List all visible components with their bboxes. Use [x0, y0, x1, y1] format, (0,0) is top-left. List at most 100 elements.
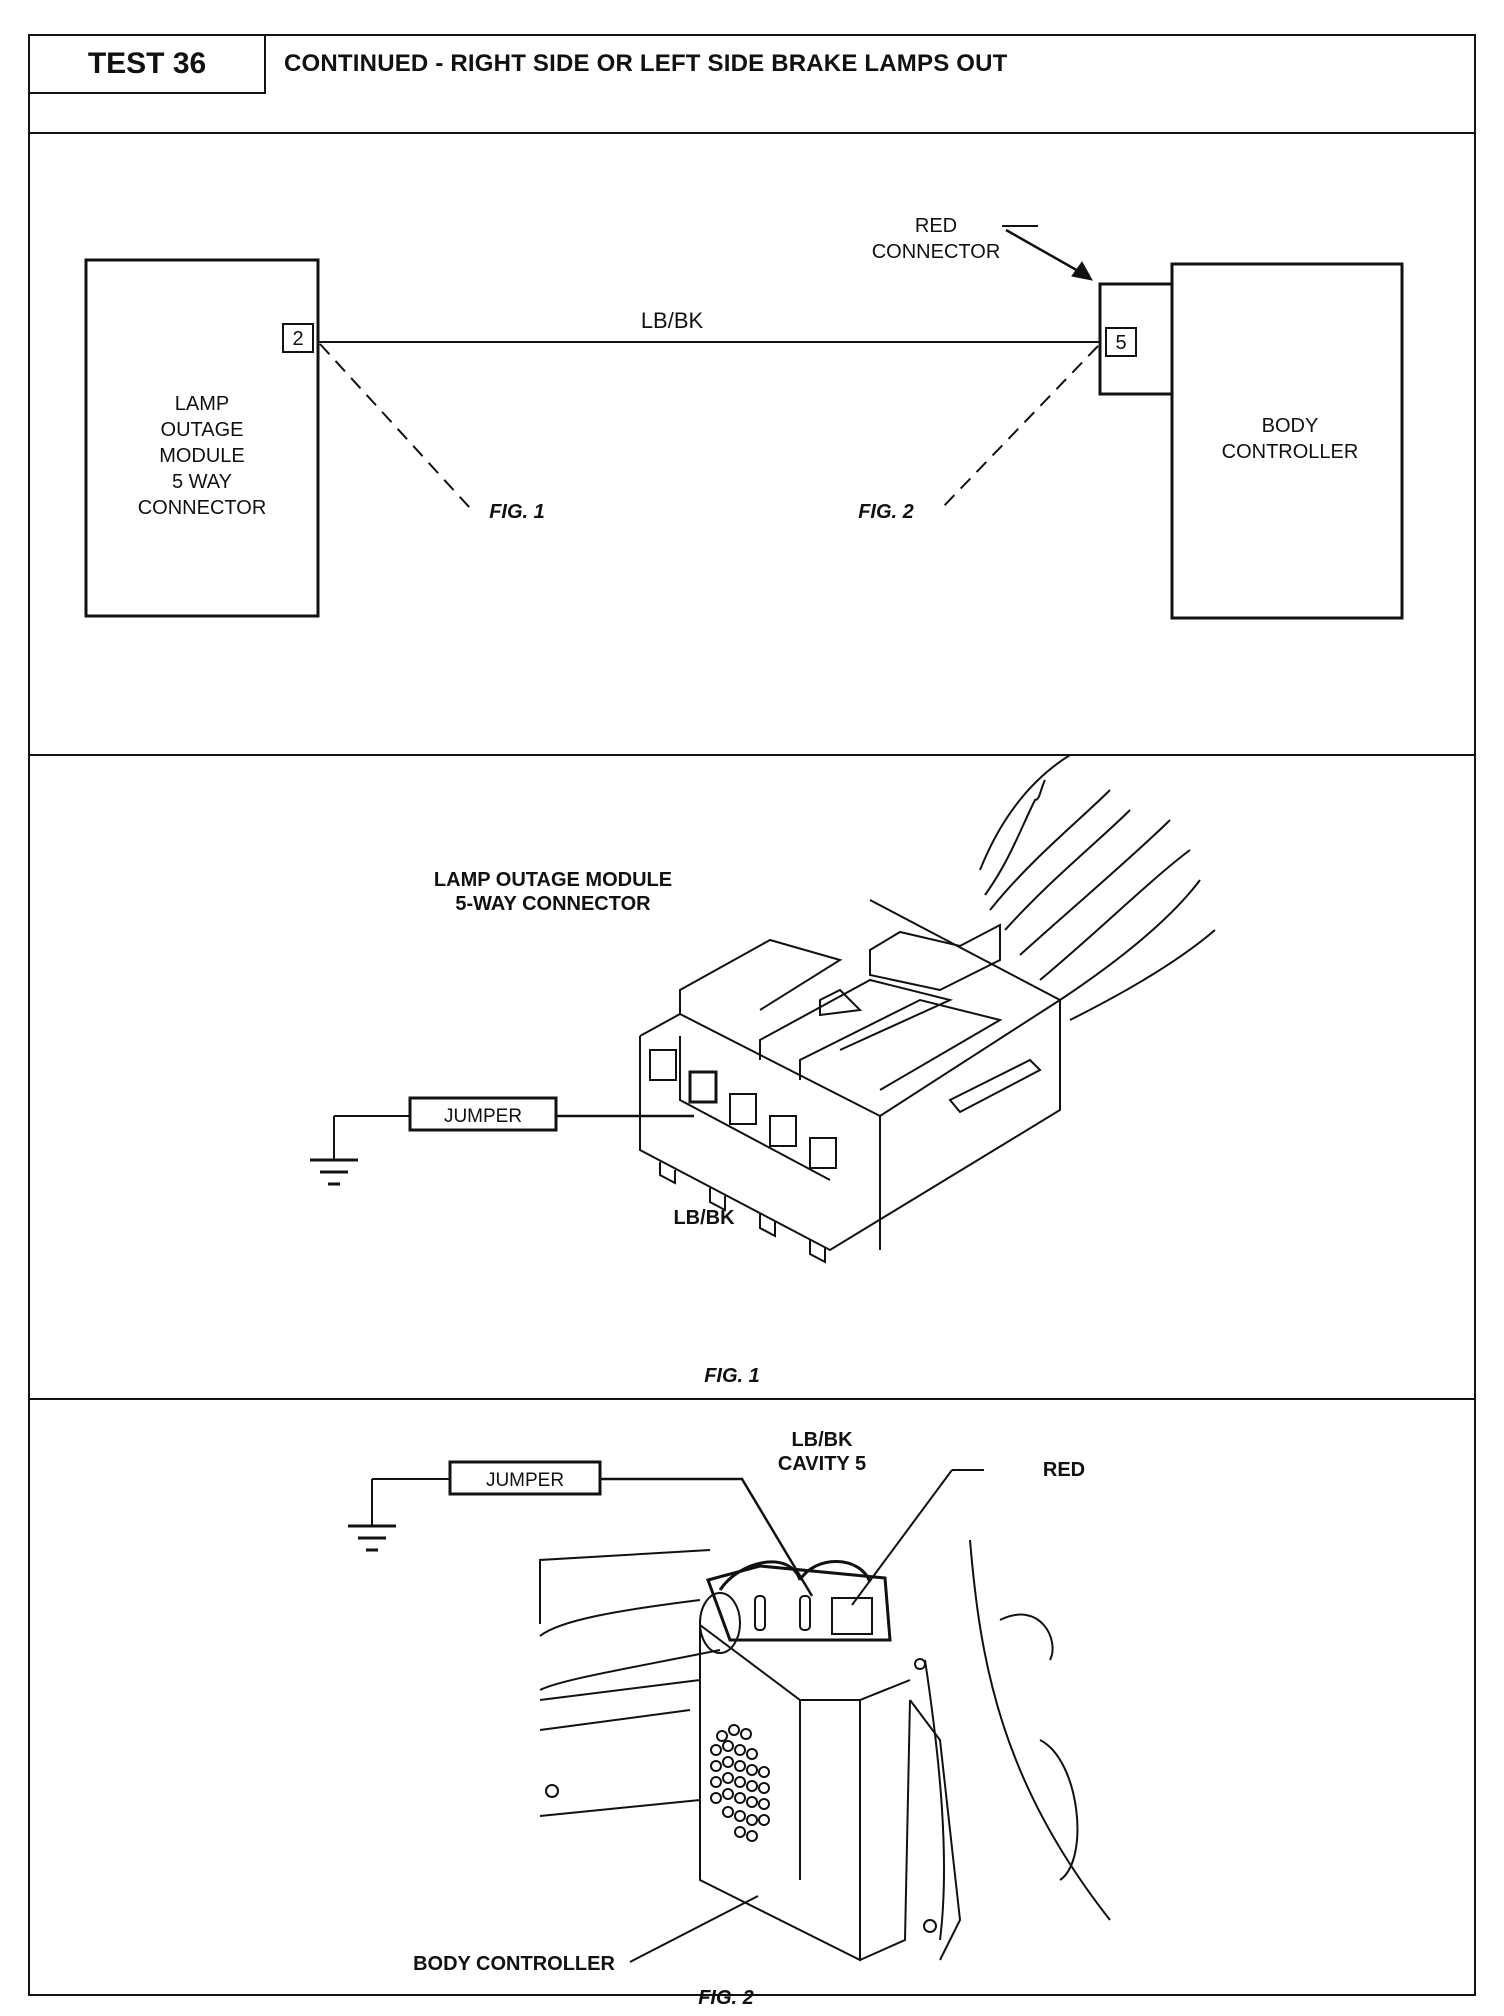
fig2-vent-holes — [710, 1724, 770, 1842]
pin-2-box — [282, 323, 314, 353]
page-frame: TEST 36 CONTINUED - RIGHT SIDE OR LEFT S… — [28, 34, 1476, 1996]
fig1-notch — [659, 1162, 676, 1185]
fig2-housing-front — [699, 1625, 861, 1962]
fig2-harness — [924, 1659, 946, 1941]
fig2-fastener — [914, 1658, 926, 1670]
fig2-wire-bundle — [718, 1560, 802, 1591]
red-connector-line-1: RED — [915, 215, 957, 237]
body-controller-box — [1170, 262, 1404, 620]
fig1-rib — [799, 998, 1003, 1091]
fig2-connector-latch — [754, 1595, 766, 1631]
fig1-wire — [984, 779, 1046, 896]
fig1-leader — [319, 343, 471, 509]
fig2-connector-latch — [799, 1595, 811, 1631]
fig1-side-slot — [948, 1058, 1042, 1114]
fig2-panel-line — [539, 1799, 701, 1817]
fig1-connector-ridge — [679, 1036, 831, 1181]
schematic — [84, 225, 1404, 620]
body-controller-line-2: CONTROLLER — [1222, 441, 1359, 463]
fig2-harness — [969, 1539, 1111, 1921]
fig1-latch — [869, 923, 1001, 992]
fig2-panel — [539, 1549, 711, 1624]
fig2-body-controller-drawing — [348, 1460, 1111, 1963]
red-connector-line-2: CONNECTOR — [872, 241, 1001, 263]
fig2-red-connector — [831, 1597, 873, 1635]
fig2-fastener — [923, 1919, 937, 1933]
fig1-cavity-5 — [809, 1137, 837, 1169]
fig2-bracket — [909, 1699, 962, 1961]
fig2-red-label: RED — [1043, 1459, 1085, 1481]
fig2-labels: JUMPER LB/BK CAVITY 5 RED BODY CONTROLLE… — [413, 1429, 1085, 2009]
fig2-tube-bottom — [539, 1649, 721, 1691]
fig2-jumper-lead-right — [600, 1477, 814, 1597]
fig1-wire — [979, 754, 1071, 871]
left-module-line-1: LAMP — [175, 393, 229, 415]
fig2-clip — [999, 1613, 1054, 1661]
fig1-caption: FIG. 1 — [704, 1365, 760, 1387]
fig2-wire-label-line-2: CAVITY 5 — [778, 1453, 866, 1475]
schematic-labels: LAMP OUTAGE MODULE 5 WAY CONNECTOR 2 5 L… — [138, 215, 1359, 523]
left-module-line-2: OUTAGE — [161, 419, 244, 441]
fig2-mount-hole — [545, 1784, 559, 1798]
fig1-notch — [809, 1240, 826, 1264]
fig2-harness — [1039, 1739, 1079, 1881]
fig2-leader — [939, 345, 1099, 511]
fig1-cavity-3 — [729, 1093, 757, 1125]
header-divider — [30, 132, 1474, 134]
test-number: TEST 36 — [87, 47, 207, 80]
fig1-reference: FIG. 1 — [489, 501, 545, 523]
fig1-notch — [759, 1214, 776, 1238]
fig2-reference: FIG. 2 — [858, 501, 914, 523]
fig2-panel-line — [539, 1709, 691, 1731]
fig1-cavity-4 — [769, 1115, 797, 1147]
fig1-rib — [759, 978, 954, 1060]
fig2-body-controller-label: BODY CONTROLLER — [413, 1953, 615, 1975]
fig1-wire — [1019, 819, 1171, 956]
fig1-latch-tab — [819, 988, 863, 1017]
fig1-wire — [1069, 929, 1216, 1021]
test-number-box: TEST 36 — [30, 36, 266, 94]
fig1-wire — [1004, 809, 1131, 931]
fig2-caption: FIG. 2 — [698, 1987, 754, 2009]
fig1-title-line-2: 5-WAY CONNECTOR — [455, 893, 651, 915]
fig1-jumper-box — [408, 1096, 558, 1132]
red-connector-arrow — [1005, 228, 1081, 274]
left-module-line-4: 5 WAY — [172, 471, 232, 493]
fig1-connector-body — [639, 899, 1061, 1252]
section-divider-1 — [30, 754, 1474, 756]
fig2-tube-end — [699, 1592, 741, 1654]
fig1-connector-top — [639, 999, 1061, 1118]
fig1-notch — [709, 1188, 726, 1212]
pin-5-label: 5 — [1115, 332, 1126, 354]
fig1-labels: LAMP OUTAGE MODULE 5-WAY CONNECTOR JUMPE… — [434, 869, 760, 1387]
body-controller-line-1: BODY — [1262, 415, 1319, 437]
fig1-wire — [989, 789, 1111, 911]
lamp-outage-module-box — [84, 258, 320, 618]
fig1-cavity-1 — [649, 1049, 677, 1081]
fig2-housing-side — [859, 1699, 911, 1961]
left-module-line-3: MODULE — [159, 445, 245, 467]
wire-label: LB/BK — [641, 308, 704, 333]
fig2-tube-top — [539, 1599, 701, 1637]
red-connector-arrowhead — [1071, 261, 1093, 281]
fig1-wire — [1059, 879, 1201, 1001]
fig1-wire-label: LB/BK — [673, 1207, 735, 1229]
pin-5-box — [1105, 327, 1137, 357]
fig2-body-controller-leader — [629, 1895, 759, 1963]
fig1-cavity-2 — [688, 1070, 718, 1104]
fig1-rib — [679, 938, 843, 1014]
fig1-connector-drawing — [310, 754, 1216, 1264]
fig1-title-line-1: LAMP OUTAGE MODULE — [434, 869, 672, 891]
fig1-wire — [1039, 849, 1191, 981]
fig2-wire-label-line-1: LB/BK — [791, 1429, 853, 1451]
fig2-wire-bundle — [798, 1560, 872, 1583]
fig2-connector-cluster — [706, 1564, 892, 1642]
red-connector-box — [1098, 282, 1174, 396]
fig2-red-leader — [851, 1469, 953, 1606]
fig2-housing-top — [699, 1624, 911, 1701]
fig2-jumper-label: JUMPER — [486, 1470, 564, 1491]
fig2-panel-line — [539, 1679, 701, 1701]
pin-2-label: 2 — [292, 328, 303, 350]
fig1-jumper-label: JUMPER — [444, 1106, 522, 1127]
